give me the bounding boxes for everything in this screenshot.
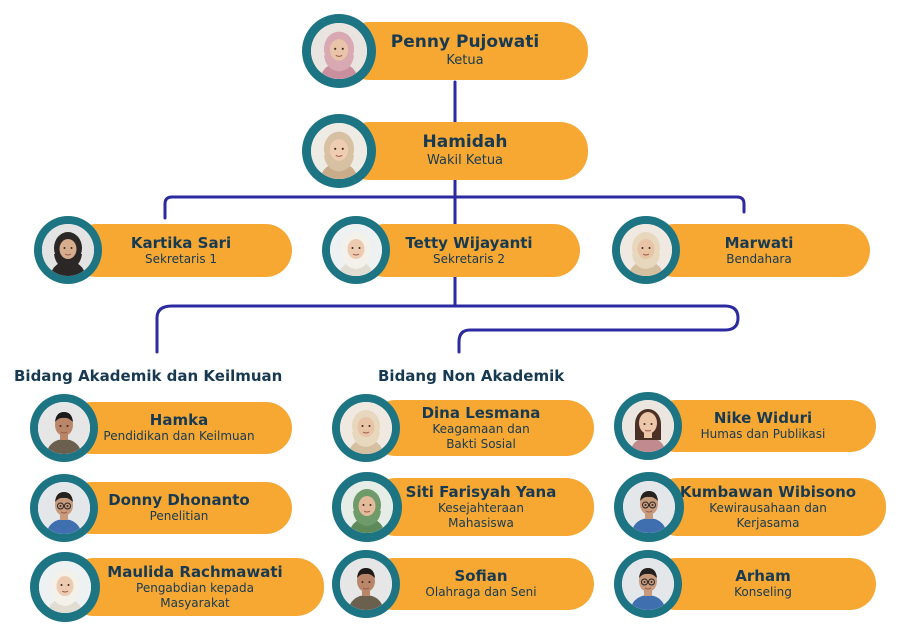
- avatar: [311, 123, 367, 179]
- member-name: Hamka: [149, 411, 209, 430]
- avatar: [38, 482, 90, 534]
- avatar: [38, 402, 90, 454]
- member-name: Siti Farisyah Yana: [405, 482, 557, 501]
- member-name: Kartika Sari: [130, 233, 232, 252]
- member-name: Kumbawan Wibisono: [679, 482, 857, 501]
- avatar: [330, 224, 382, 276]
- avatar: [341, 481, 393, 533]
- avatar: [622, 400, 674, 452]
- member-name: Hamidah: [422, 132, 508, 153]
- member-name: Arham: [735, 567, 791, 586]
- member-name: Dina Lesmana: [421, 403, 541, 422]
- avatar: [623, 481, 675, 533]
- member-role: Konseling: [734, 585, 792, 600]
- avatar: [340, 402, 392, 454]
- member-name: Nike Widuri: [713, 409, 813, 428]
- member-role: Ketua: [446, 52, 484, 68]
- member-role: Kewirausahaan dan Kerjasama: [709, 501, 827, 530]
- member-role: Humas dan Publikasi: [700, 427, 826, 442]
- member-name: Tetty Wijayanti: [405, 233, 533, 252]
- member-role: Pengabdian kepada Masyarakat: [136, 581, 254, 610]
- member-role: Kesejahteraan Mahasiswa: [438, 501, 524, 530]
- member-name: Sofian: [454, 567, 508, 586]
- member-role: Olahraga dan Seni: [425, 585, 537, 600]
- avatar: [340, 558, 392, 610]
- member-role: Pendidikan dan Keilmuan: [103, 429, 255, 444]
- avatar: [622, 558, 674, 610]
- member-role: Sekretaris 2: [432, 251, 506, 266]
- line-akademik-branch: [155, 304, 740, 354]
- member-role: Penelitian: [149, 509, 209, 524]
- member-name: Marwati: [724, 233, 794, 252]
- member-name: Donny Dhonanto: [108, 491, 250, 510]
- member-role: Keagamaan dan Bakti Sosial: [432, 422, 530, 451]
- member-role: Wakil Ketua: [426, 152, 504, 168]
- avatar: [42, 224, 94, 276]
- line-row2-branch: [163, 195, 746, 220]
- avatar: [311, 23, 367, 79]
- member-role: Sekretaris 1: [144, 251, 218, 266]
- member-name: Penny Pujowati: [390, 32, 540, 53]
- avatar: [39, 561, 91, 613]
- division-title-non-akademik: Bidang Non Akademik: [378, 367, 565, 385]
- member-role: Bendahara: [726, 251, 792, 266]
- member-name: Maulida Rachmawati: [107, 562, 283, 581]
- avatar: [620, 224, 672, 276]
- division-title-akademik: Bidang Akademik dan Keilmuan: [14, 367, 283, 385]
